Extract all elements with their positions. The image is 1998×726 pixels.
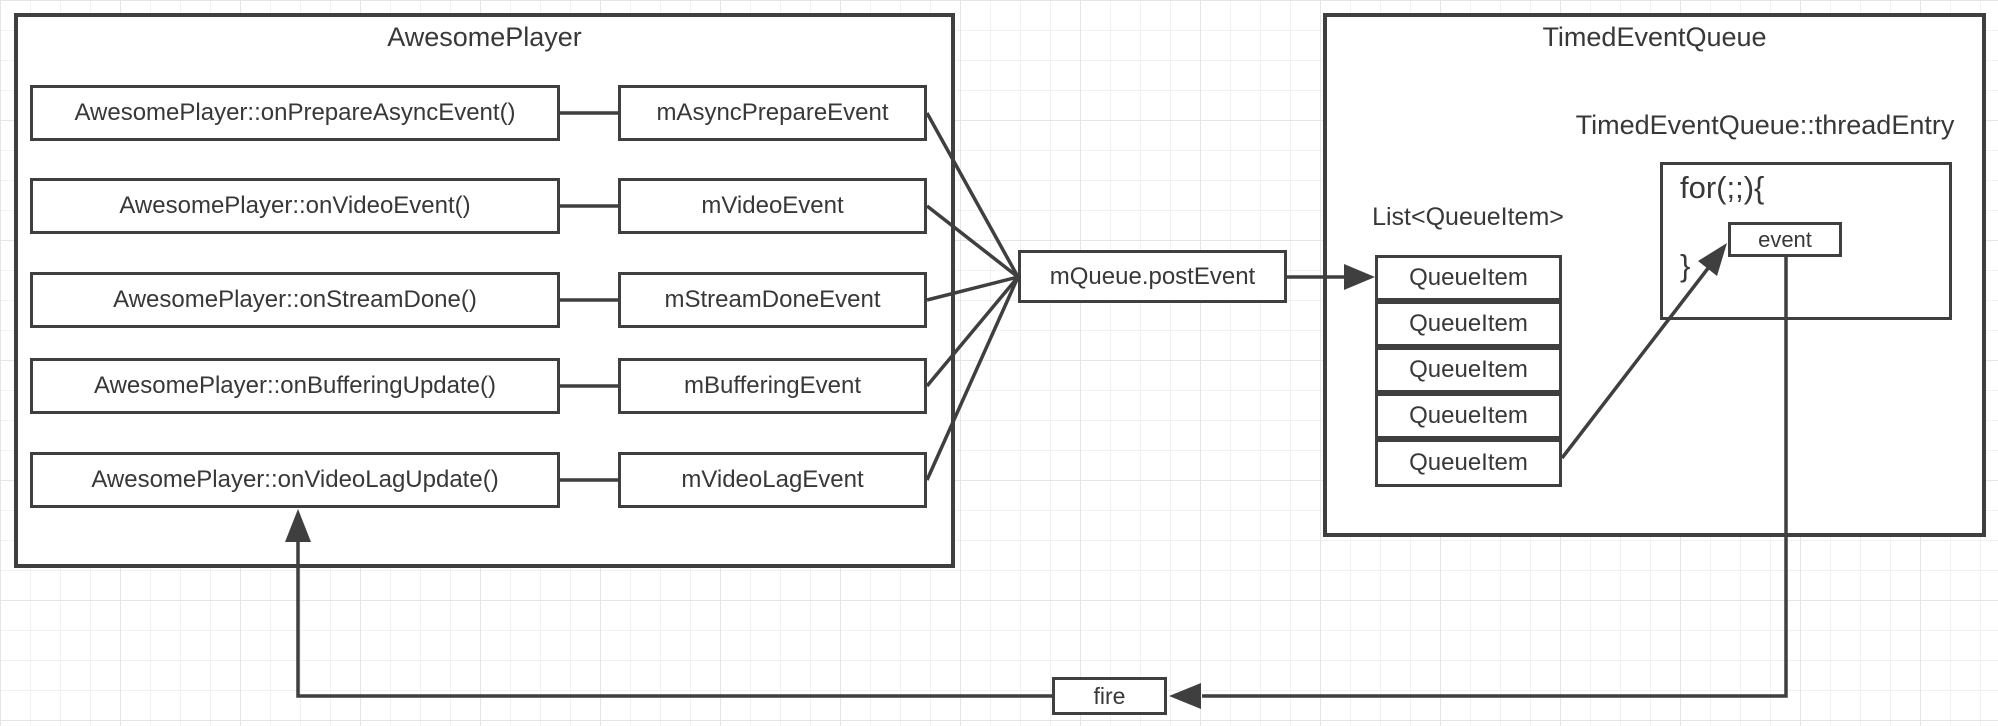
- list-queueitem-label: List<QueueItem>: [1372, 203, 1564, 231]
- thread-entry-label: TimedEventQueue::threadEntry: [1575, 110, 1955, 140]
- arrowhead-event-to-fire: [1169, 683, 1201, 709]
- event-box-mbufferingevent: mBufferingEvent: [618, 358, 927, 414]
- post-event-box: mQueue.postEvent: [1018, 250, 1287, 303]
- event-box: event: [1728, 222, 1842, 257]
- method-box-onvideolagupdate: AwesomePlayer::onVideoLagUpdate(): [30, 452, 560, 508]
- method-box-onvideoevent: AwesomePlayer::onVideoEvent(): [30, 178, 560, 234]
- method-box-onstreamdone: AwesomePlayer::onStreamDone(): [30, 272, 560, 328]
- fire-box: fire: [1052, 677, 1167, 715]
- queue-item-2: QueueItem: [1375, 347, 1562, 393]
- event-box-mvideoevent: mVideoEvent: [618, 178, 927, 234]
- awesome-player-title: AwesomePlayer: [387, 22, 582, 52]
- queue-item-1: QueueItem: [1375, 301, 1562, 347]
- for-loop-close-text: }: [1680, 248, 1691, 283]
- for-loop-open-text: for(;;){: [1680, 170, 1765, 205]
- method-box-onprepareasyncevent: AwesomePlayer::onPrepareAsyncEvent(): [30, 85, 560, 141]
- event-box-mvideolagevent: mVideoLagEvent: [618, 452, 927, 508]
- queue-item-0: QueueItem: [1375, 255, 1562, 301]
- event-box-masyncprepareevent: mAsyncPrepareEvent: [618, 85, 927, 141]
- method-box-onbufferingupdate: AwesomePlayer::onBufferingUpdate(): [30, 358, 560, 414]
- queue-item-3: QueueItem: [1375, 393, 1562, 439]
- timed-event-queue-title: TimedEventQueue: [1542, 22, 1767, 52]
- event-box-mstreamdoneevent: mStreamDoneEvent: [618, 272, 927, 328]
- queue-item-4: QueueItem: [1375, 439, 1562, 487]
